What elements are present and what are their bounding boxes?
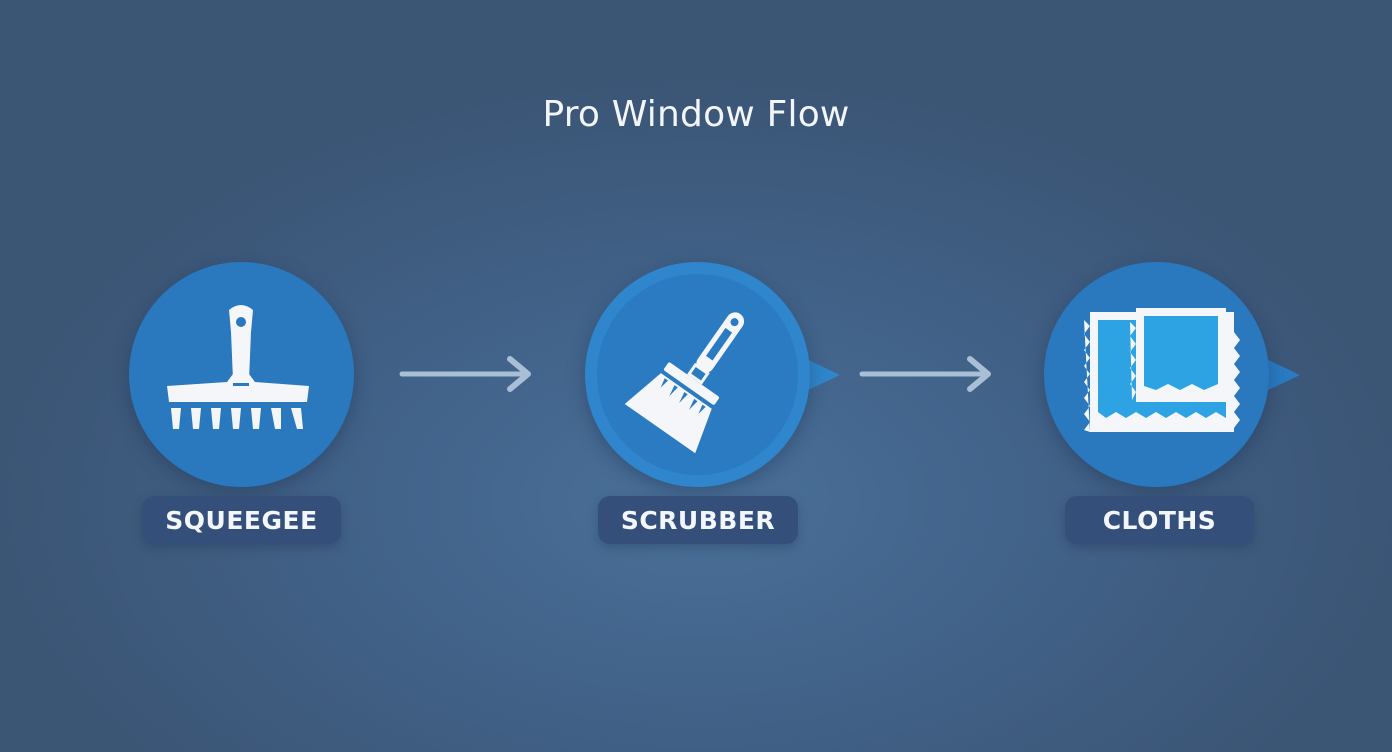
step-label-squeegee: SQUEEGEE — [142, 496, 341, 544]
squeegee-circle — [129, 262, 354, 487]
cloths-icon — [1084, 308, 1240, 432]
step-label-scrubber: SCRUBBER — [598, 496, 798, 544]
arrow-right-icon — [858, 356, 998, 392]
scrubber-brush-icon — [624, 312, 745, 454]
step-label-cloths: CLOTHS — [1065, 496, 1254, 544]
squeegee-icon — [167, 305, 309, 429]
arrow-right-icon — [398, 356, 538, 392]
cloths-circle — [1044, 262, 1269, 487]
scrubber-circle — [585, 262, 810, 487]
diagram-title: Pro Window Flow — [542, 94, 850, 135]
